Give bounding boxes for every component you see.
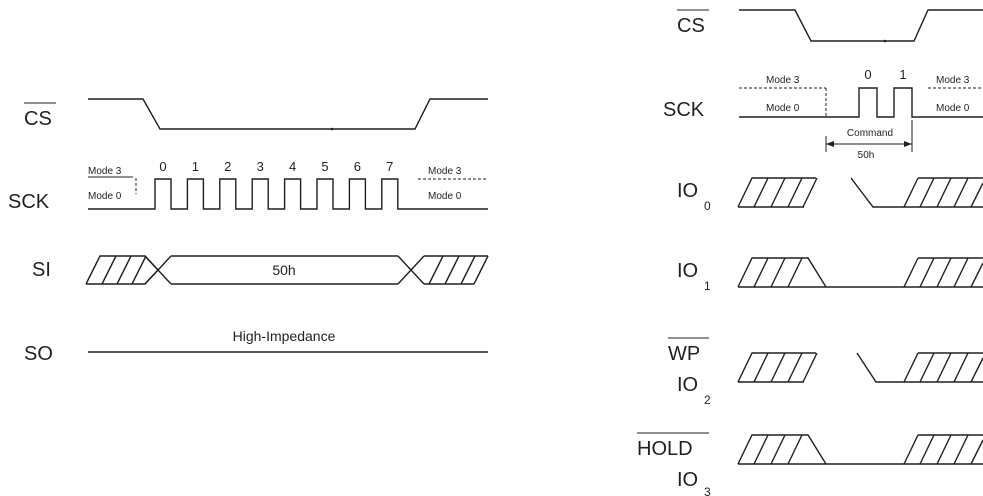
right-cs-label: CS bbox=[677, 15, 705, 37]
left-so-label: SO bbox=[24, 343, 53, 365]
command-value: 50h bbox=[858, 150, 875, 161]
left-sck-waveform bbox=[88, 178, 488, 210]
right-cs-waveform bbox=[739, 9, 983, 42]
left-cs-dot bbox=[330, 127, 334, 131]
right-io3-waveform bbox=[737, 434, 983, 465]
right-io1-subscript: 1 bbox=[704, 279, 711, 293]
right-mode3-label-end: Mode 3 bbox=[936, 75, 970, 86]
left-clock-number-0: 0 bbox=[159, 159, 166, 174]
right-timing-panel: CS SCK Mode 3 Mode 0 0 1 Mode 3 Mode 0 C… bbox=[637, 9, 983, 496]
right-sck-label: SCK bbox=[663, 99, 705, 121]
right-mode0-label-start: Mode 0 bbox=[766, 103, 800, 114]
left-clock-number-1: 1 bbox=[192, 159, 199, 174]
left-clock-number-3: 3 bbox=[257, 159, 264, 174]
right-io0-subscript: 0 bbox=[704, 199, 711, 213]
right-io1-label: IO bbox=[677, 260, 698, 282]
left-si-value: 50h bbox=[272, 262, 295, 278]
command-arrow-left bbox=[826, 141, 834, 147]
left-mode0-label-start: Mode 0 bbox=[88, 191, 122, 202]
command-arrow-right bbox=[904, 141, 912, 147]
left-si-waveform bbox=[85, 255, 489, 285]
left-clock-numbers: 0 1 2 3 4 5 6 7 bbox=[159, 159, 393, 174]
right-hold-label: HOLD bbox=[637, 438, 693, 460]
right-wp-label: WP bbox=[668, 343, 700, 365]
left-sck-label: SCK bbox=[8, 191, 50, 213]
right-io2-waveform bbox=[737, 352, 983, 383]
right-io2-label: IO bbox=[677, 374, 698, 396]
left-clock-number-4: 4 bbox=[289, 159, 296, 174]
left-clock-number-5: 5 bbox=[321, 159, 328, 174]
right-io3-subscript: 3 bbox=[704, 485, 711, 496]
left-clock-number-6: 6 bbox=[354, 159, 361, 174]
right-mode0-label-end: Mode 0 bbox=[936, 103, 970, 114]
left-timing-panel: CS SCK Mode 3 Mode 0 0 1 2 3 4 5 6 7 Mode 3 Mod… bbox=[8, 98, 489, 365]
right-io0-waveform bbox=[737, 177, 983, 208]
left-so-state: High-Impedance bbox=[233, 328, 336, 344]
right-io2-subscript: 2 bbox=[704, 393, 711, 407]
left-clock-number-7: 7 bbox=[386, 159, 393, 174]
left-cs-waveform bbox=[88, 98, 488, 130]
left-mode0-label-end: Mode 0 bbox=[428, 191, 462, 202]
left-si-label: SI bbox=[32, 259, 51, 281]
right-sck-waveform bbox=[739, 87, 983, 118]
right-clock-number-0: 0 bbox=[864, 67, 871, 82]
right-io1-waveform bbox=[737, 257, 983, 288]
left-sck-clock-line bbox=[88, 178, 488, 210]
right-io0-label: IO bbox=[677, 180, 698, 202]
command-label: Command bbox=[847, 128, 893, 139]
right-mode3-label-start: Mode 3 bbox=[766, 75, 800, 86]
right-io3-label: IO bbox=[677, 469, 698, 491]
right-cs-dot bbox=[883, 39, 887, 43]
left-mode3-label-end: Mode 3 bbox=[428, 166, 462, 177]
left-mode3-label-start: Mode 3 bbox=[88, 166, 122, 177]
right-clock-number-1: 1 bbox=[899, 67, 906, 82]
left-cs-label: CS bbox=[24, 108, 52, 130]
left-clock-number-2: 2 bbox=[224, 159, 231, 174]
